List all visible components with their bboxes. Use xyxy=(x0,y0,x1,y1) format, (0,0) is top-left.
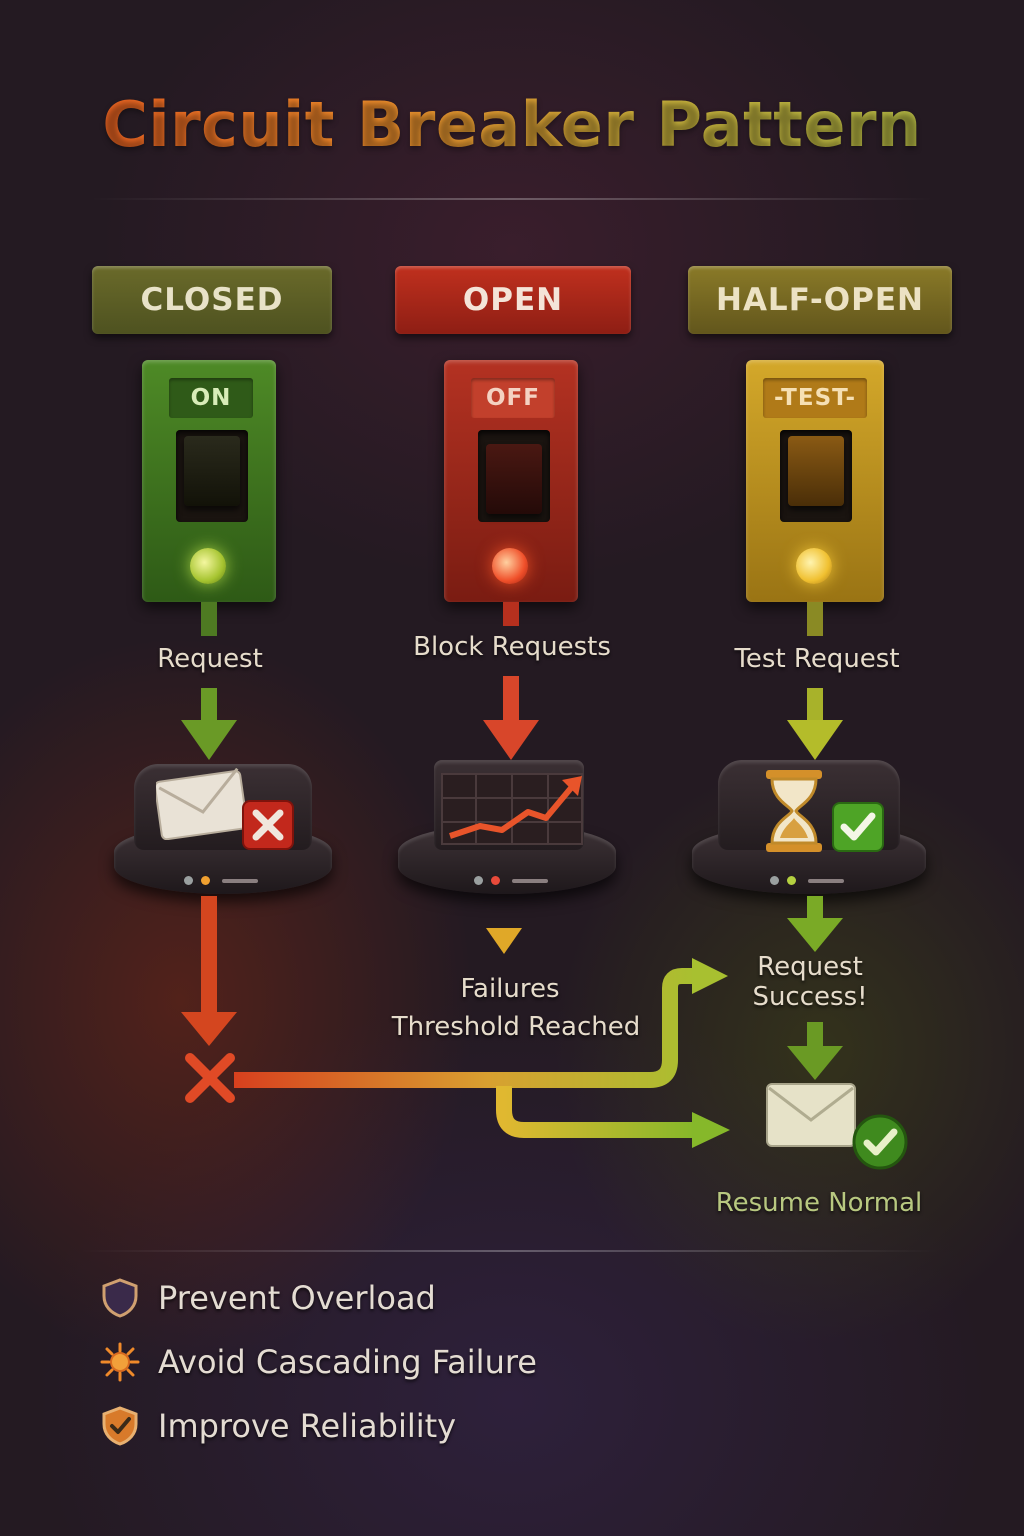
state-label-closed: CLOSED xyxy=(92,266,332,334)
switch-slot xyxy=(780,430,852,522)
page-title: Circuit Breaker Pattern xyxy=(0,88,1024,161)
half-open-switch: -TEST- xyxy=(746,360,884,602)
blocked-x-icon xyxy=(185,1053,235,1103)
label-failures: Failures xyxy=(460,974,560,1004)
switch-tag-on: ON xyxy=(169,378,253,418)
shield-check-icon xyxy=(100,1406,140,1446)
success-arrow-2-head xyxy=(787,1046,843,1080)
arrow-half-shaft xyxy=(807,688,823,722)
closed-switch: ON xyxy=(142,360,276,602)
status-led-red xyxy=(492,548,528,584)
arrow-closed-head xyxy=(181,720,237,760)
resume-check-icon xyxy=(852,1114,908,1170)
success-arrow-1-head xyxy=(787,918,843,952)
benefit-label: Prevent Overload xyxy=(158,1279,436,1317)
check-badge-icon xyxy=(832,802,884,852)
state-label-half-open-text: HALF-OPEN xyxy=(716,282,924,318)
success-line-1 xyxy=(807,896,823,922)
benefit-prevent-overload: Prevent Overload xyxy=(100,1276,436,1320)
switch-slot xyxy=(176,430,248,522)
state-label-open-text: OPEN xyxy=(462,282,564,318)
connector-half-top xyxy=(807,602,823,636)
switch-lever xyxy=(788,436,844,506)
failure-line-down xyxy=(201,896,217,1018)
server-indicators xyxy=(474,876,548,885)
benefit-improve-reliability: Improve Reliability xyxy=(100,1404,456,1448)
success-line-2 xyxy=(807,1022,823,1050)
state-label-half-open: HALF-OPEN xyxy=(688,266,952,334)
envelope-icon xyxy=(156,768,248,840)
flow-lines xyxy=(234,896,730,1148)
server-open xyxy=(398,760,616,894)
switch-tag-off: OFF xyxy=(471,378,555,418)
label-request-success-2: Success! xyxy=(752,982,868,1012)
benefits-divider xyxy=(80,1250,940,1252)
caption-block-requests: Block Requests xyxy=(413,632,611,662)
burst-icon xyxy=(100,1342,140,1382)
caption-request: Request xyxy=(157,644,263,674)
server-half-open xyxy=(692,760,926,894)
label-resume-normal: Resume Normal xyxy=(715,1188,923,1218)
benefit-avoid-cascading-failure: Avoid Cascading Failure xyxy=(100,1340,537,1384)
open-switch: OFF xyxy=(444,360,578,602)
arrow-closed-shaft xyxy=(201,688,217,722)
switch-lever xyxy=(486,444,542,514)
shield-icon xyxy=(100,1278,140,1318)
title-divider xyxy=(90,198,934,200)
label-threshold-reached: Threshold Reached xyxy=(391,1012,641,1042)
switch-lever xyxy=(184,436,240,506)
switch-tag-test: -TEST- xyxy=(763,378,867,418)
caption-test-request: Test Request xyxy=(734,644,900,674)
resume-envelope-icon xyxy=(766,1083,856,1147)
state-label-closed-text: CLOSED xyxy=(140,282,284,318)
rising-chart-icon xyxy=(441,773,583,845)
arrow-open-head xyxy=(483,720,539,760)
connector-closed-top xyxy=(201,602,217,636)
connector-open-top xyxy=(503,602,519,626)
label-request-success-1: Request xyxy=(757,952,863,982)
benefit-label: Improve Reliability xyxy=(158,1407,457,1445)
server-closed xyxy=(114,764,332,894)
status-led-green xyxy=(190,548,226,584)
arrow-half-head xyxy=(787,720,843,760)
switch-slot xyxy=(478,430,550,522)
hourglass-icon xyxy=(766,770,822,852)
state-label-open: OPEN xyxy=(395,266,631,334)
server-indicators xyxy=(184,876,258,885)
server-indicators xyxy=(770,876,844,885)
x-badge-icon xyxy=(242,800,294,850)
status-led-amber xyxy=(796,548,832,584)
arrow-open-shaft xyxy=(503,676,519,722)
benefit-label: Avoid Cascading Failure xyxy=(158,1343,537,1381)
failure-arrow-head xyxy=(181,1012,237,1046)
